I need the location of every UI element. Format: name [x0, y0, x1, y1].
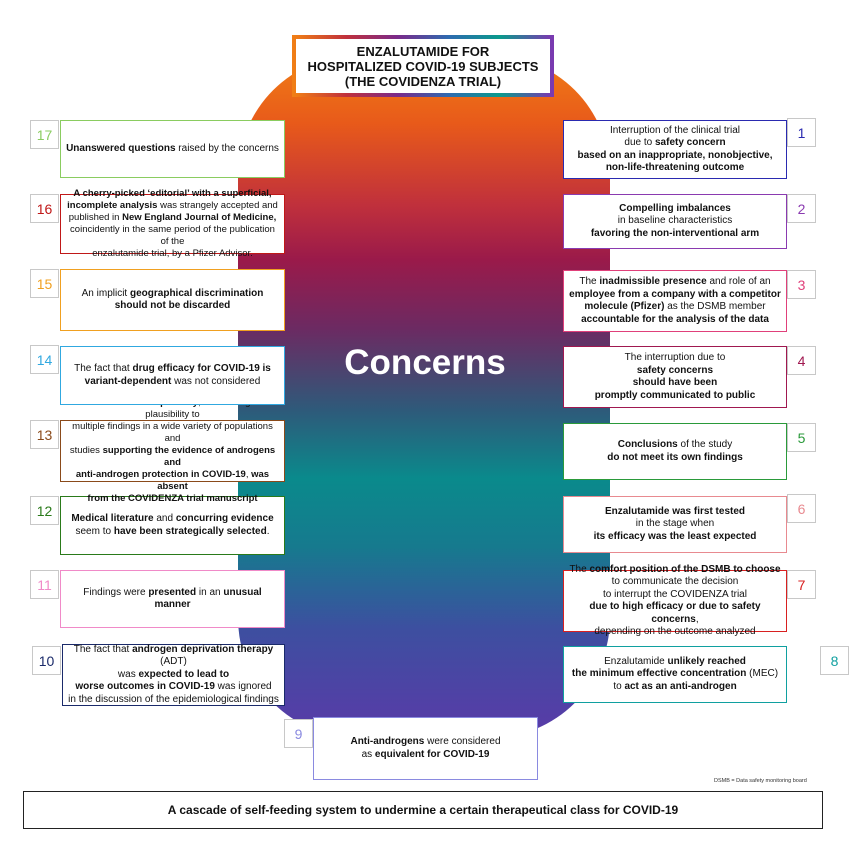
concern-box-17: Unanswered questions raised by the conce… [60, 120, 285, 178]
concern-box-10: The fact that androgen deprivation thera… [62, 644, 285, 706]
concern-box-13: The full scientific pathway, from biolog… [60, 397, 285, 504]
concern-number-7: 7 [787, 570, 816, 599]
concern-box-3: The inadmissible presence and role of an… [563, 270, 787, 332]
concern-number-14: 14 [30, 345, 59, 374]
concern-number-8: 8 [820, 646, 849, 675]
concern-text-12: Medical literature and concurring eviden… [71, 513, 274, 537]
bottom-banner: A cascade of self-feeding system to unde… [23, 791, 823, 829]
concern-number-3: 3 [787, 270, 816, 299]
concern-text-3: The inadmissible presence and role of an… [569, 276, 781, 325]
concern-number-4: 4 [787, 346, 816, 375]
concern-number-9: 9 [284, 719, 313, 748]
concern-box-16: A cherry-picked ‘editorial’ with a super… [60, 188, 285, 259]
concern-text-7: The comfort position of the DSMB to choo… [569, 563, 781, 638]
concern-text-13: The full scientific pathway, from biolog… [69, 397, 276, 504]
concern-number-11: 11 [30, 570, 59, 599]
concern-number-12: 12 [30, 496, 59, 525]
concern-text-17: Unanswered questions raised by the conce… [66, 142, 279, 154]
diagram-title: ENZALUTAMIDE FOR HOSPITALIZED COVID-19 S… [292, 35, 554, 97]
concern-box-11: Findings were presented in an unusual ma… [60, 570, 285, 628]
concern-number-17: 17 [30, 120, 59, 149]
footnote: DSMB = Data safety monitoring board [714, 778, 807, 784]
concern-box-14: The fact that drug efficacy for COVID-19… [60, 346, 285, 405]
concern-number-6: 6 [787, 494, 816, 523]
concern-number-16: 16 [30, 194, 59, 223]
concern-number-1: 1 [787, 118, 816, 147]
concern-number-10: 10 [32, 646, 61, 675]
concern-number-15: 15 [30, 269, 59, 298]
gradient-capsule [238, 55, 610, 738]
center-label: Concerns [344, 343, 506, 382]
concern-box-12: Medical literature and concurring eviden… [60, 496, 285, 555]
concern-text-16: A cherry-picked ‘editorial’ with a super… [67, 188, 278, 259]
concern-box-7: The comfort position of the DSMB to choo… [563, 564, 787, 637]
concern-number-13: 13 [30, 420, 59, 449]
concern-text-14: The fact that drug efficacy for COVID-19… [74, 363, 271, 387]
concern-number-5: 5 [787, 423, 816, 452]
concern-text-11: Findings were presented in an unusual ma… [83, 586, 262, 611]
concern-number-2: 2 [787, 194, 816, 223]
concern-text-10: The fact that androgen deprivation thera… [68, 643, 279, 705]
